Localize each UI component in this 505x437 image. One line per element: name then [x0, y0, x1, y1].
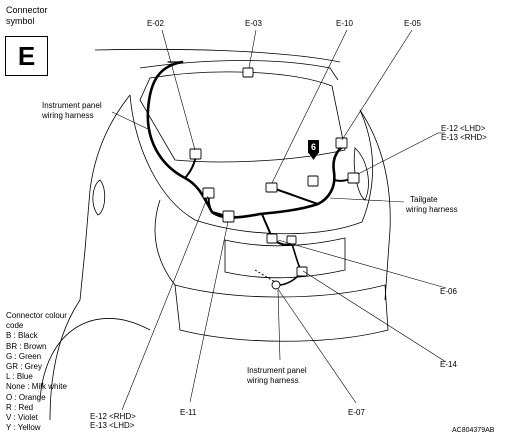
connector-symbol-heading-line2: symbol: [6, 16, 35, 26]
connector-e03: [242, 67, 254, 78]
label-e05: E-05: [404, 19, 421, 28]
left-rear-panel: [154, 199, 176, 286]
legend-item: G : Green: [6, 351, 42, 361]
legend-title-line2: code: [6, 321, 24, 331]
lower-body-line: [49, 299, 81, 421]
label-instrument-panel-top-line1: Instrument panel: [42, 101, 102, 110]
connector-e02: [189, 148, 202, 160]
leader-e11: [189, 221, 229, 403]
legend-item: O : Orange: [6, 392, 46, 402]
legend-item: R : Red: [6, 402, 34, 412]
legend-item: None : Milk white: [6, 382, 67, 392]
leader-e12-lhd-1: [357, 132, 439, 175]
legend-item: Y : Yellow: [6, 423, 41, 433]
connector-e-badge: [307, 175, 319, 187]
label-e13-lhd: E-13 <LHD>: [90, 421, 135, 430]
harness-branch-e10: [271, 187, 319, 205]
connector-symbol-heading-line1: Connector: [6, 5, 48, 15]
harness-dashed-lead: [254, 269, 276, 283]
connector-e10: [265, 182, 278, 193]
leader-e07: [277, 288, 357, 404]
connector-e11: [222, 210, 235, 223]
connector-e05: [335, 137, 348, 149]
wheel-arch: [39, 318, 151, 401]
legend-item: B : Black: [6, 331, 38, 341]
label-instrument-panel-top-line2: wiring harness: [42, 111, 94, 120]
label-e12-lhd: E-12 <LHD>: [441, 124, 486, 133]
connector-e12-rhd: [202, 187, 215, 199]
connector-e06: [266, 233, 278, 244]
leader-e03: [248, 29, 257, 69]
label-instrument-panel-bottom-line2: wiring harness: [247, 376, 299, 385]
left-tail-lamp: [92, 179, 106, 216]
label-tailgate-line2: wiring harness: [406, 205, 458, 214]
left-body-side: [79, 94, 131, 301]
legend-item: GR : Grey: [6, 362, 43, 372]
connector-e14: [296, 266, 308, 277]
figure-code: AC804379AB: [452, 427, 495, 434]
label-e06: E-06: [440, 287, 457, 296]
label-e07: E-07: [348, 408, 365, 417]
leader-ip-bottom: [277, 289, 281, 361]
connector-symbol-box: E: [5, 36, 48, 76]
legend-title-line1: Connector colour: [6, 311, 67, 320]
rear-window-outline: [139, 71, 346, 163]
label-e11: E-11: [180, 408, 197, 417]
leader-ip-top: [111, 111, 151, 131]
leader-e05: [341, 29, 413, 141]
connector-colour-legend: Connector colour code B : Black BR : Bro…: [6, 311, 67, 433]
legend-item: V : Violet: [6, 413, 38, 423]
roof-outline: [94, 48, 341, 63]
label-e02: E-02: [147, 19, 164, 28]
leader-e12-rhd: [121, 195, 209, 411]
leader-e10: [271, 29, 348, 184]
label-e13-rhd: E-13 <RHD>: [441, 133, 487, 142]
leader-e06: [277, 239, 447, 289]
legend-item: L : Blue: [6, 372, 33, 382]
leader-e14: [302, 270, 447, 363]
connector-e12-lhd: [347, 172, 360, 184]
label-e03: E-03: [245, 19, 262, 28]
badge-6: 6: [308, 140, 319, 153]
license-plate-recess: [224, 237, 346, 279]
label-e14: E-14: [440, 360, 457, 369]
label-e12-rhd: E-12 <RHD>: [90, 412, 136, 421]
label-instrument-panel-bottom-line1: Instrument panel: [247, 366, 307, 375]
label-tailgate-line1: Tailgate: [410, 195, 438, 204]
leader-tailgate: [329, 197, 405, 203]
legend-item: BR : Brown: [6, 341, 47, 351]
label-e10: E-10: [336, 19, 353, 28]
spoiler-outline: [139, 60, 339, 81]
leader-e02: [161, 29, 196, 151]
badge-pointer: [308, 152, 319, 160]
bumper-outline: [174, 284, 389, 342]
connector-e07: [271, 280, 281, 290]
right-body-side: [359, 109, 391, 301]
